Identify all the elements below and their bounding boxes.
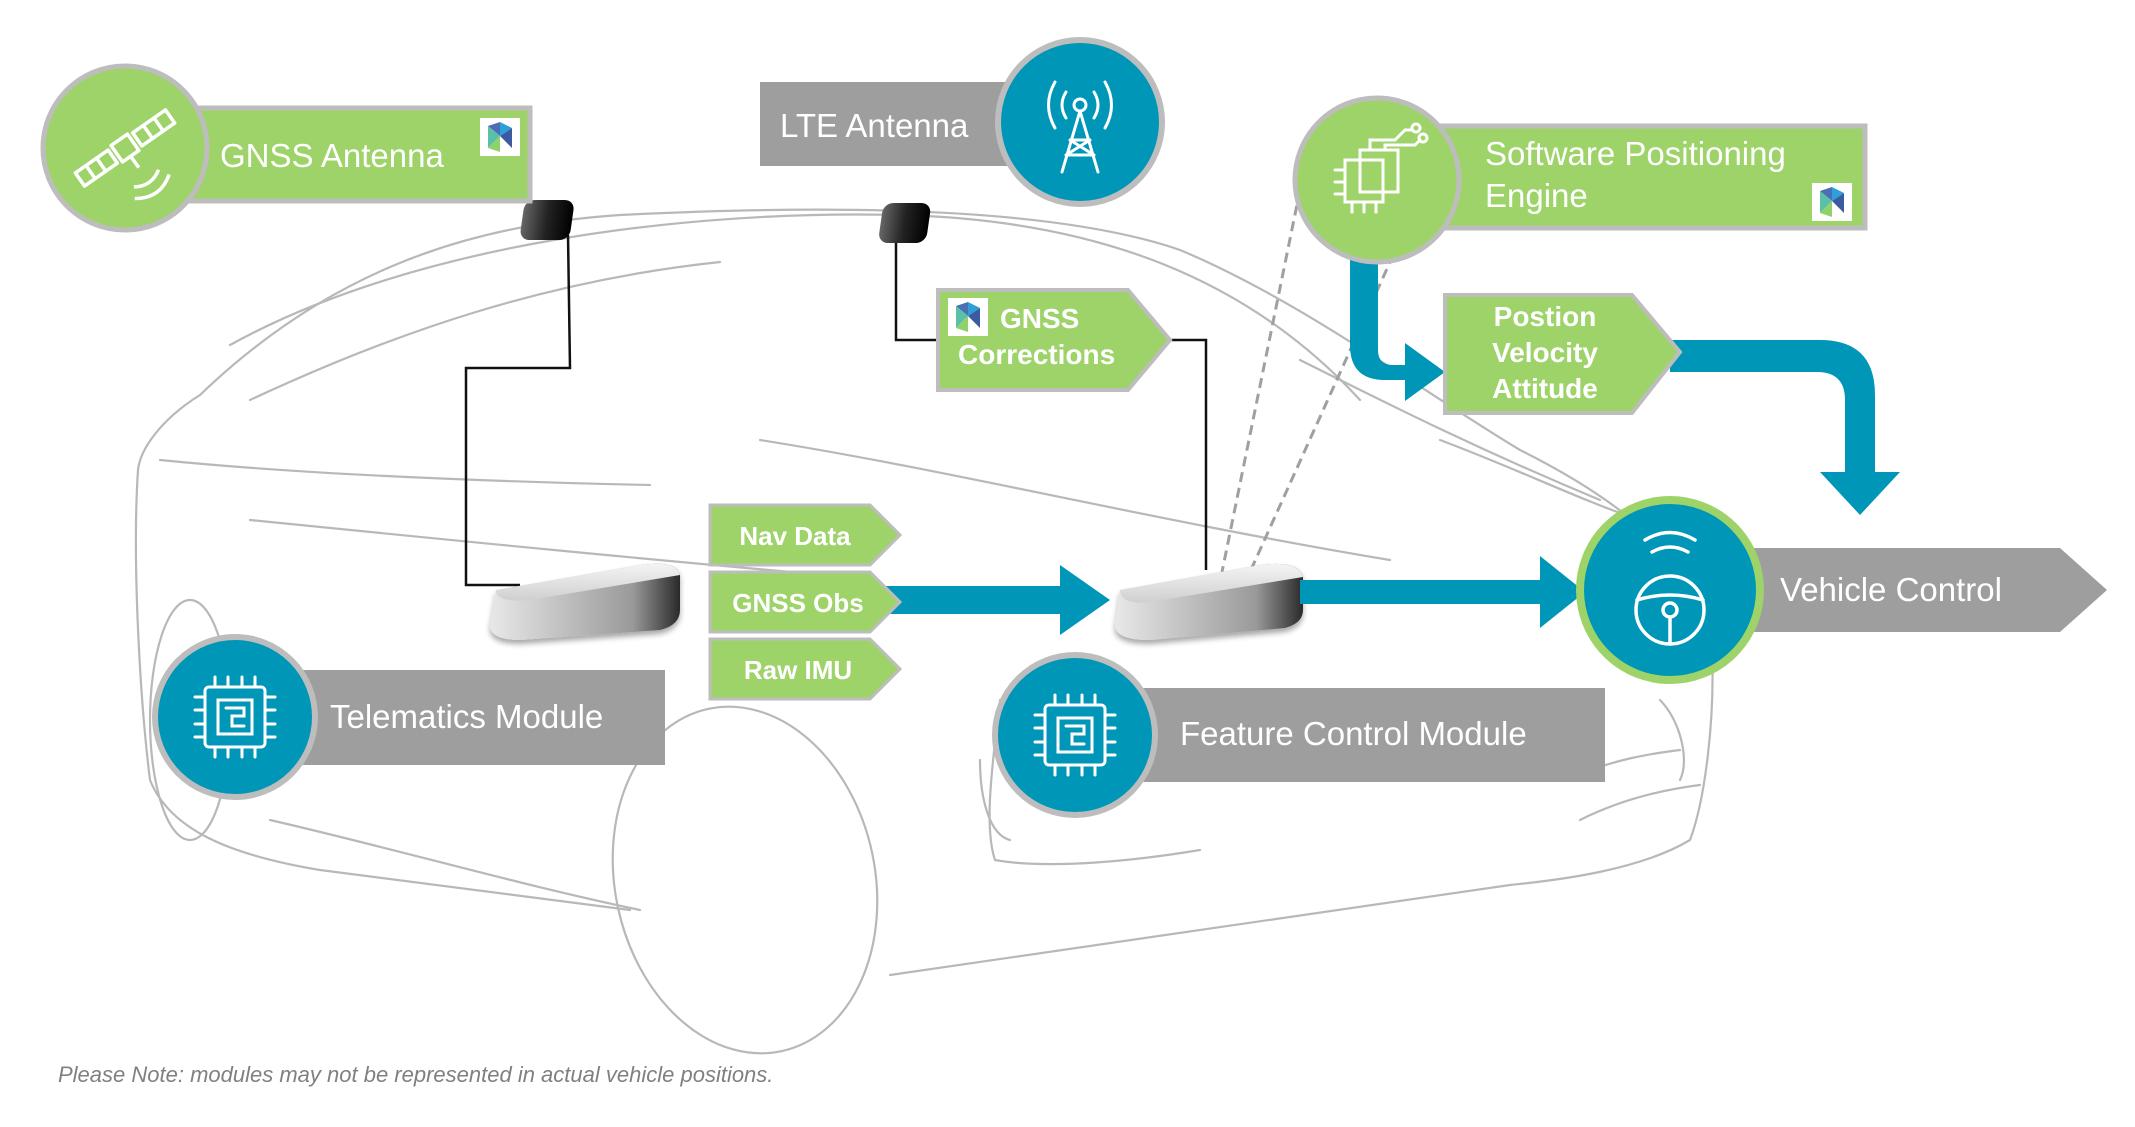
spe-label-line1: Software Positioning: [1485, 135, 1786, 172]
gnss-antenna-cable: [464, 234, 572, 587]
feature-control-module-callout: Feature Control Module: [992, 652, 1605, 818]
gnss-antenna-label: GNSS Antenna: [220, 137, 444, 174]
vehicle-control-label: Vehicle Control: [1780, 571, 2002, 608]
pva-label-attitude: Attitude: [1492, 373, 1598, 404]
spe-label-line2: Engine: [1485, 177, 1588, 214]
telematics-module-label: Telematics Module: [330, 698, 603, 735]
feature-control-module-label: Feature Control Module: [1180, 715, 1527, 752]
steering-wheel-wifi-icon: [1634, 530, 1706, 646]
hexagon-logo-icon: [1812, 183, 1852, 221]
circuit-board-icon: [1333, 122, 1429, 214]
hexagon-logo-icon: [948, 298, 988, 336]
satellite-icon: [73, 108, 177, 201]
spe-callout: Software Positioning Engine: [1292, 95, 1868, 265]
lte-antenna-cable: [894, 235, 1208, 570]
car-outline: [134, 208, 1714, 1055]
data-tags: Nav Data GNSS Obs Raw IMU: [708, 503, 903, 701]
gnss-antenna-callout: GNSS Antenna: [40, 63, 533, 233]
footnote: Please Note: modules may not be represen…: [58, 1062, 773, 1087]
lte-antenna-label: LTE Antenna: [780, 107, 969, 144]
hexagon-logo-icon: [480, 118, 520, 156]
pva-label-velocity: Velocity: [1492, 337, 1598, 368]
spe-connector-lines: [1220, 189, 1402, 573]
lte-antenna-puck: [879, 203, 931, 243]
gnss-obs-label: GNSS Obs: [732, 588, 863, 618]
gnss-corrections-callout: GNSS Corrections: [936, 288, 1173, 392]
chip-icon: [193, 675, 277, 759]
feature-control-device-box: [1115, 563, 1303, 640]
vehicle-control-callout: Vehicle Control: [1576, 496, 2107, 684]
data-flow-arrows: [880, 255, 1900, 635]
corrections-label-line2: Corrections: [958, 339, 1115, 370]
chip-icon: [1033, 693, 1117, 777]
gnss-antenna-puck: [520, 200, 574, 240]
obs-to-feature-arrow: [880, 565, 1110, 635]
nav-data-tag: [708, 503, 903, 567]
pva-label-position: Postion: [1494, 301, 1597, 332]
telematics-device-box: [490, 563, 680, 640]
feature-to-vehicle-arrow: [1300, 556, 1585, 628]
spe-to-pva-arrow: [1350, 255, 1445, 401]
pva-callout: Postion Velocity Attitude: [1443, 293, 1683, 415]
corrections-label-line1: GNSS: [1000, 303, 1079, 334]
gnss-obs-tag: [708, 570, 903, 634]
telematics-module-callout: Telematics Module: [152, 634, 665, 800]
lte-antenna-callout: LTE Antenna: [760, 37, 1165, 207]
nav-data-label: Nav Data: [739, 521, 851, 551]
pva-to-vehicle-arrow: [1670, 340, 1900, 515]
raw-imu-tag: [708, 637, 903, 701]
radio-tower-icon: [1047, 80, 1113, 174]
raw-imu-label: Raw IMU: [744, 655, 852, 685]
